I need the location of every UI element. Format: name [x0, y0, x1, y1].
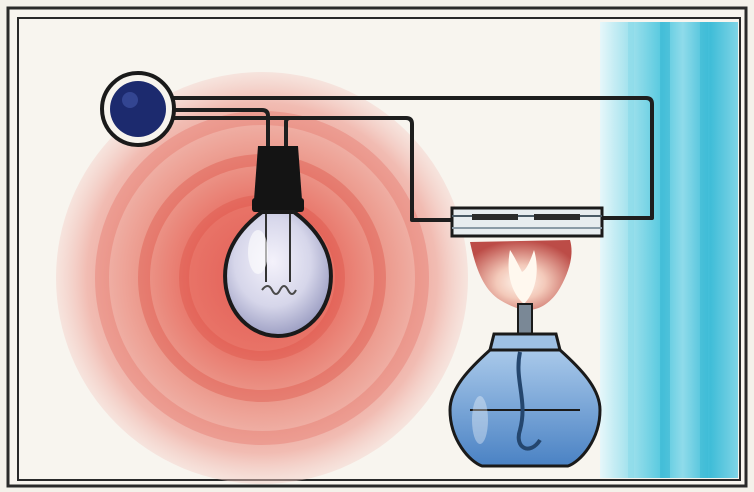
curtain: [600, 22, 738, 478]
wire-heater-strip-icon: [452, 208, 602, 236]
round-switch-icon: [102, 73, 174, 145]
